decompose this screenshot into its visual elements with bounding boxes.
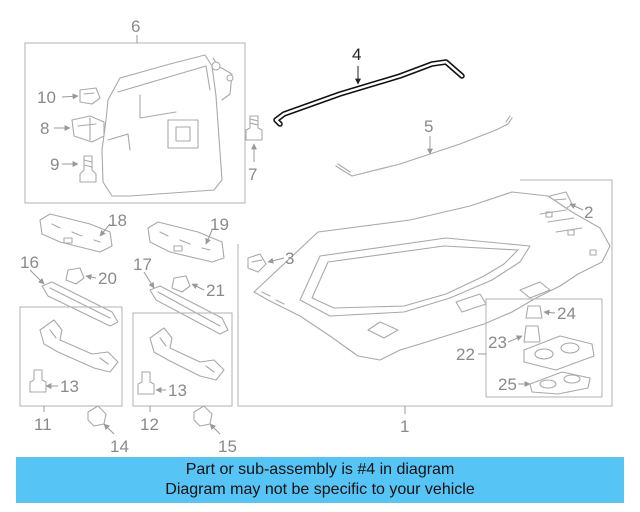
callout-18: 18 <box>108 211 127 230</box>
grab-handle-12[interactable] <box>149 327 225 381</box>
grab-handle-11[interactable] <box>39 319 119 373</box>
rail-part-17[interactable] <box>149 285 229 335</box>
callout-12: 12 <box>140 415 159 434</box>
cap-part-15[interactable] <box>193 405 213 427</box>
callout-16: 16 <box>20 253 39 272</box>
lens-part-25[interactable] <box>529 371 591 395</box>
callout-19: 19 <box>210 215 229 234</box>
callout-6: 6 <box>131 17 140 36</box>
callout-4: 4 <box>352 45 361 64</box>
callout-14: 14 <box>110 437 129 456</box>
screw-part-7[interactable] <box>245 115 263 141</box>
sun-visor[interactable] <box>101 54 223 197</box>
callout-8: 8 <box>40 119 49 138</box>
callout-22: 22 <box>456 345 475 364</box>
callout-10: 10 <box>37 88 56 107</box>
bulb-part-23[interactable] <box>523 325 541 343</box>
callout-5: 5 <box>424 117 433 136</box>
callout-2: 2 <box>584 203 593 222</box>
banner-line-1: Part or sub-assembly is #4 in diagram <box>185 461 455 478</box>
clip-part-10[interactable] <box>79 87 101 105</box>
group-box-12 <box>132 312 233 407</box>
map-lamp-group <box>478 298 603 398</box>
callout-23: 23 <box>488 333 507 352</box>
bracket-part-18[interactable] <box>39 213 113 253</box>
group-box-6 <box>24 42 246 204</box>
callout-3: 3 <box>285 249 294 268</box>
clip-part-20[interactable] <box>65 267 85 285</box>
group-box-22 <box>485 298 603 398</box>
screw-part-13b[interactable] <box>137 371 155 395</box>
clip-part-24[interactable] <box>525 305 543 319</box>
banner-line-2: Diagram may not be specific to your vehi… <box>165 481 475 498</box>
grab-handle-group-12 <box>132 312 233 412</box>
callout-13b: 13 <box>168 381 187 400</box>
rail-part-16[interactable] <box>41 281 119 327</box>
callout-7: 7 <box>248 165 257 184</box>
callout-1: 1 <box>400 417 409 436</box>
callout-15: 15 <box>218 437 237 456</box>
screw-part-13a[interactable] <box>29 369 47 393</box>
headliner-group <box>237 179 613 414</box>
group-box-11 <box>19 306 123 407</box>
callout-20: 20 <box>98 269 117 288</box>
callout-13a: 13 <box>60 377 79 396</box>
bracket-part-19[interactable] <box>147 221 225 263</box>
callout-11: 11 <box>34 415 52 434</box>
grab-handle-group-11 <box>19 306 123 412</box>
callout-9: 9 <box>50 155 59 174</box>
cap-part-14[interactable] <box>87 405 107 427</box>
bracket-part-8[interactable] <box>71 115 105 143</box>
callout-21: 21 <box>206 281 225 300</box>
clip-part-21[interactable] <box>171 275 191 293</box>
info-banner: Part or sub-assembly is #4 in diagram Di… <box>16 457 624 503</box>
sun-visor-group <box>24 35 246 204</box>
callout-17: 17 <box>133 255 152 274</box>
screw-part-9[interactable] <box>79 155 97 183</box>
callout-24: 24 <box>557 304 576 323</box>
roof-moulding-part-4[interactable] <box>273 59 465 127</box>
clip-part-3[interactable] <box>247 253 267 273</box>
callout-25: 25 <box>498 375 517 394</box>
group-box-1 <box>237 179 613 407</box>
